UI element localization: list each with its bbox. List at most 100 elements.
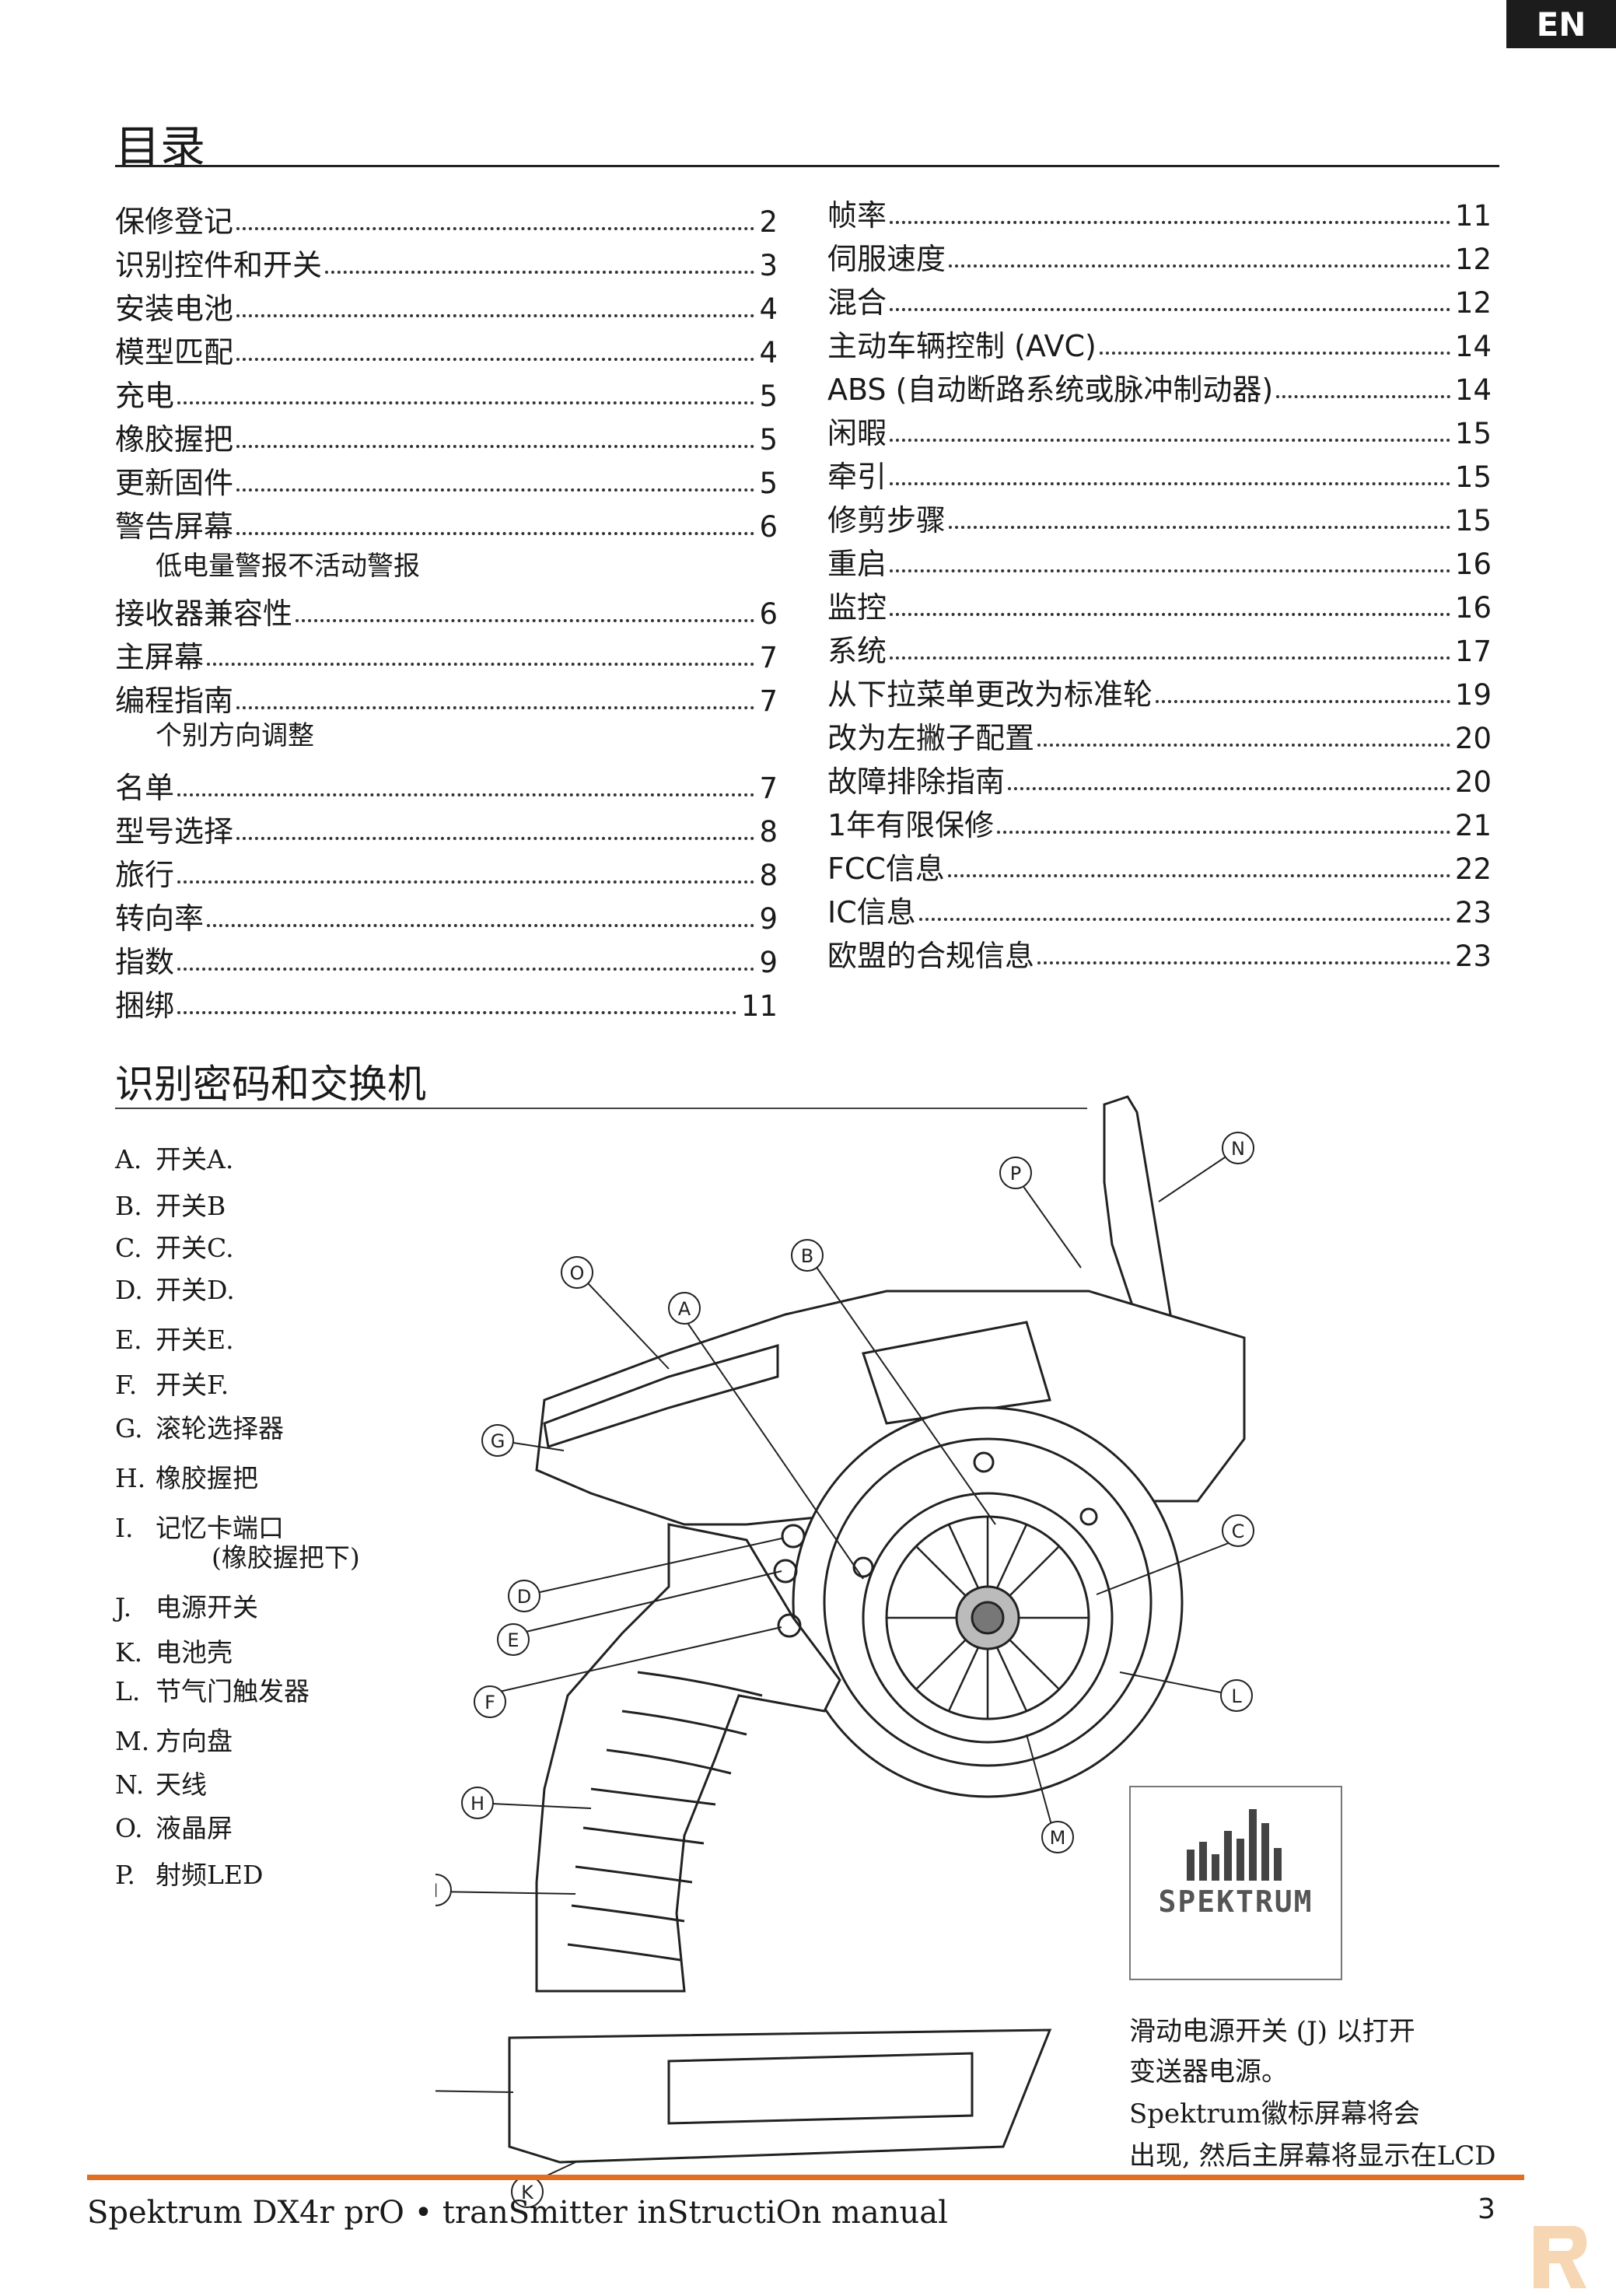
toc-leader-dots [236,445,755,448]
callout-g: G [481,1424,514,1457]
legend-item: (橡胶握把下) [171,1537,360,1574]
toc-leader-dots [947,874,1450,877]
legend-text: 天线 [156,1769,207,1800]
toc-entry-label: 系统 [827,634,887,668]
transmitter-diagram: ABCDEFGHIJKLMNOP [435,1095,1254,2208]
toc-leader-dots [890,308,1450,311]
legend-item: E.开关E. [115,1319,234,1356]
toc-entry-label: 模型匹配 [115,335,234,369]
language-tab[interactable]: EN [1506,0,1616,48]
toc-leader-dots [236,358,755,361]
legend-text: 开关E. [156,1325,234,1355]
callout-b: B [791,1239,824,1272]
legend-text: 滚轮选择器 [156,1413,284,1444]
svg-text:I: I [435,1880,439,1902]
toc-entry-page: 14 [1454,373,1492,407]
legend-text: 开关B [156,1191,226,1221]
toc-entry-label: 名单 [115,771,175,805]
toc-subentry[interactable]: 低电量警报不活动警报 [156,551,420,582]
toc-entry-page: 9 [759,902,778,936]
toc-leader-dots [890,482,1450,485]
toc-entry-label: 旅行 [115,858,175,892]
legend-item: K.电池壳 [115,1632,233,1669]
toc-entry[interactable]: 旅行 8 [115,846,778,890]
toc-entry-label: 编程指南 [115,684,234,718]
svg-text:G: G [491,1430,505,1452]
toc-entry-page: 19 [1454,678,1492,712]
toc-leader-dots [949,526,1450,529]
toc-leader-dots [236,837,755,840]
legend-item: O.液晶屏 [115,1808,233,1845]
toc-subentry[interactable]: 个别方向调整 [156,720,314,751]
svg-text:L: L [1231,1685,1242,1707]
legend-item: I.记忆卡端口 [115,1507,284,1545]
toc-entry-label: 故障排除指南 [827,765,1006,799]
watermark-logo [1534,2226,1587,2288]
toc-entry-label: 主屏幕 [115,640,205,674]
toc-entry[interactable]: 主动车辆控制 (AVC) 14 [827,317,1492,361]
legend-text: 液晶屏 [156,1813,233,1843]
toc-entry-label: 监控 [827,590,887,625]
callout-o: O [561,1256,593,1289]
callout-n: N [1222,1132,1254,1164]
toc-entry-page: 8 [759,859,778,892]
toc-entry-label: 更新固件 [115,466,234,500]
legend-text: 节气门触发器 [156,1676,310,1706]
toc-entry[interactable]: 混合 12 [827,274,1492,317]
page-number: 3 [1478,2193,1495,2225]
toc-leader-dots [177,1011,736,1014]
toc-entry-label: 帧率 [827,198,887,233]
logo-text: SPEKTRUM [1158,1885,1313,1919]
toc-entry-page: 6 [759,597,778,631]
toc-entry-page: 11 [740,989,778,1023]
svg-text:C: C [1232,1521,1245,1542]
toc-entry-label: IC信息 [827,895,916,929]
legend-letter: B. [115,1191,142,1221]
power-note-line: 滑动电源开关 (J) 以打开 [1129,2016,1415,2047]
toc-leader-dots [207,924,755,927]
spektrum-logo: SPEKTRUM [1158,1809,1313,1919]
toc-leader-dots [177,968,755,971]
toc-entry-label: 混合 [827,285,887,320]
legend-text: (橡胶握把下) [212,1542,360,1573]
toc-entry[interactable]: ABS (自动断路系统或脉冲制动器) 14 [827,361,1492,404]
legend-item: G.滚轮选择器 [115,1408,284,1445]
toc-entry-label: 闲暇 [827,416,887,450]
callout-f: F [474,1685,506,1718]
toc-entry-page: 12 [1454,286,1492,320]
svg-text:N: N [1231,1138,1245,1160]
legend-item: B. 开关B [115,1185,226,1223]
toc-leader-dots [1037,744,1450,747]
